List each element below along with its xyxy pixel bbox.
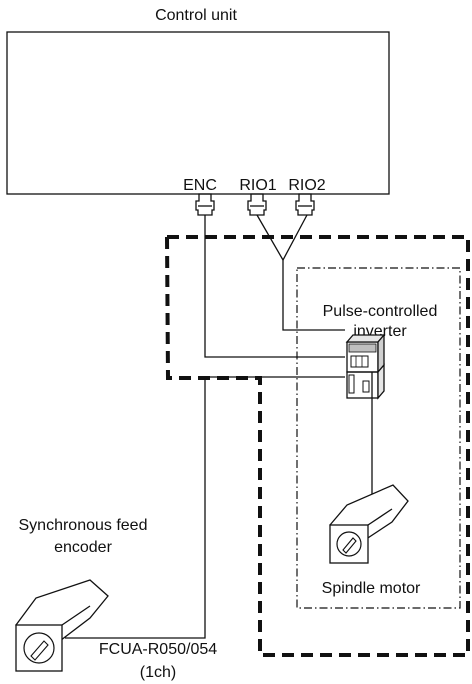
control-unit-title: Control unit — [155, 7, 237, 24]
control-unit-box — [6, 31, 390, 195]
inverter-label-line1: Pulse-controlled — [323, 303, 438, 320]
inverter-enclosure — [296, 267, 461, 609]
rio2-port-label: RIO2 — [288, 177, 325, 194]
enc-port-label: ENC — [183, 177, 217, 194]
enc-wire — [204, 215, 345, 358]
inverter-lower-panel — [346, 363, 385, 400]
rio2-connector — [295, 193, 315, 216]
rio-wire — [282, 260, 345, 331]
rio1-port-label: RIO1 — [239, 177, 276, 194]
panel-boundary — [164, 235, 470, 657]
spindle-motor-label: Spindle motor — [322, 580, 421, 597]
encoder-channel-label: (1ch) — [140, 664, 176, 681]
spindle-motor — [329, 484, 409, 564]
enc-connector — [195, 193, 215, 216]
inverter-unit — [345, 333, 386, 374]
encoder-label-line2: encoder — [54, 539, 112, 556]
encoder-wire — [65, 376, 345, 639]
encoder-model-label: FCUA-R050/054 — [99, 641, 217, 658]
encoder-label-line1: Synchronous feed — [19, 517, 148, 534]
synchronous-feed-encoder — [15, 579, 109, 672]
rio1-connector — [247, 193, 267, 216]
